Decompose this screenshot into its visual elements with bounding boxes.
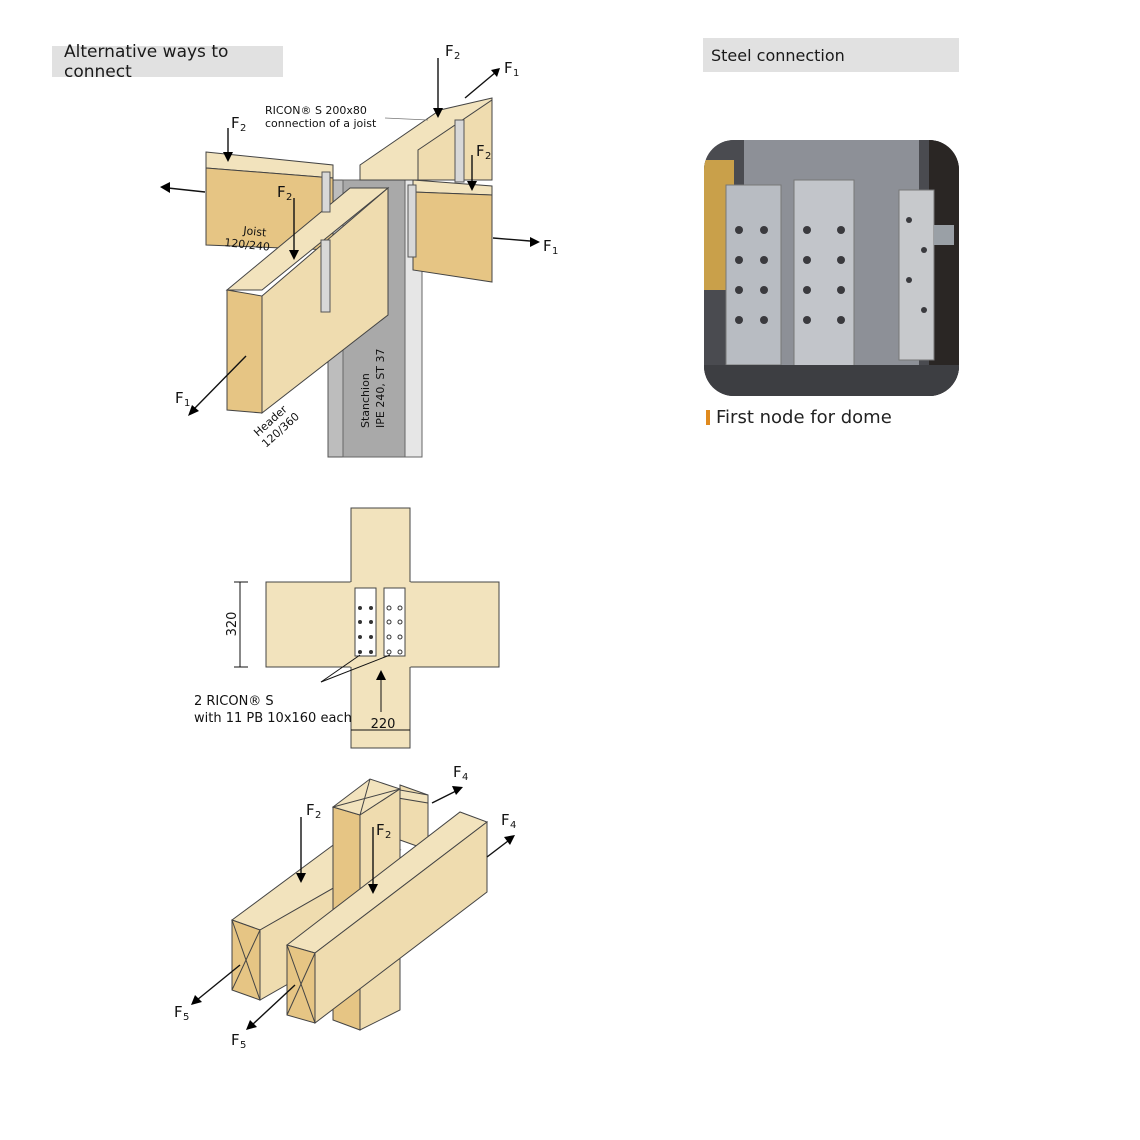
section-title-text: Steel connection [711,45,845,65]
dimension-height: 320 [225,612,240,637]
section-title-steel: Steel connection [703,38,959,72]
force-sub: 1 [184,398,190,409]
stanchion-label: IPE 240, ST 37 [374,348,387,428]
ricon-note: with 11 PB 10x160 each [194,711,352,726]
steel-node-photo [704,140,959,396]
drawing-plan-view: 320 220 2 RICON® S with 11 PB 10x160 eac… [194,507,500,749]
force-label: F [174,1003,183,1021]
force-sub: 2 [385,830,391,841]
force-label: F [543,237,552,255]
dimension-width: 220 [371,717,396,732]
joist-label: 120/240 [224,236,271,254]
force-label: F [376,821,385,839]
ricon-label: connection of a joist [265,117,377,130]
force-arrows [160,58,540,416]
force-sub: 2 [315,810,321,821]
force-sub: 2 [485,151,491,162]
force-sub: 2 [454,51,460,62]
force-label: F [277,183,286,201]
force-sub: 1 [552,246,558,257]
force-sub: 4 [462,772,468,783]
ricon-plate [354,587,377,657]
force-label: F [453,763,462,781]
stanchion-label: Stanchion [359,373,372,428]
force-label: F [175,389,184,407]
section-title-text: Alternative ways to connect [64,41,229,82]
ricon-label: RICON® S 200x80 [265,104,367,117]
photo-caption: First node for dome [706,407,892,428]
force-sub: 5 [183,1012,189,1023]
force-label: F [306,801,315,819]
force-label: F [231,1031,240,1049]
force-label: F [445,42,454,60]
force-label: F [504,59,513,77]
ricon-note: 2 RICON® S [194,694,274,709]
force-label: F [476,142,485,160]
force-sub: 4 [510,820,516,831]
section-title-alternative: Alternative ways to connect [52,42,283,82]
force-sub: 5 [240,1040,246,1051]
force-label: F [231,114,240,132]
joist-label: Joist [242,224,268,240]
force-label: F [501,811,510,829]
force-sub: 2 [286,192,292,203]
force-sub: 1 [513,68,519,79]
caption-accent-bar [706,410,710,425]
caption-text: First node for dome [716,407,892,428]
force-sub: 2 [240,123,246,134]
